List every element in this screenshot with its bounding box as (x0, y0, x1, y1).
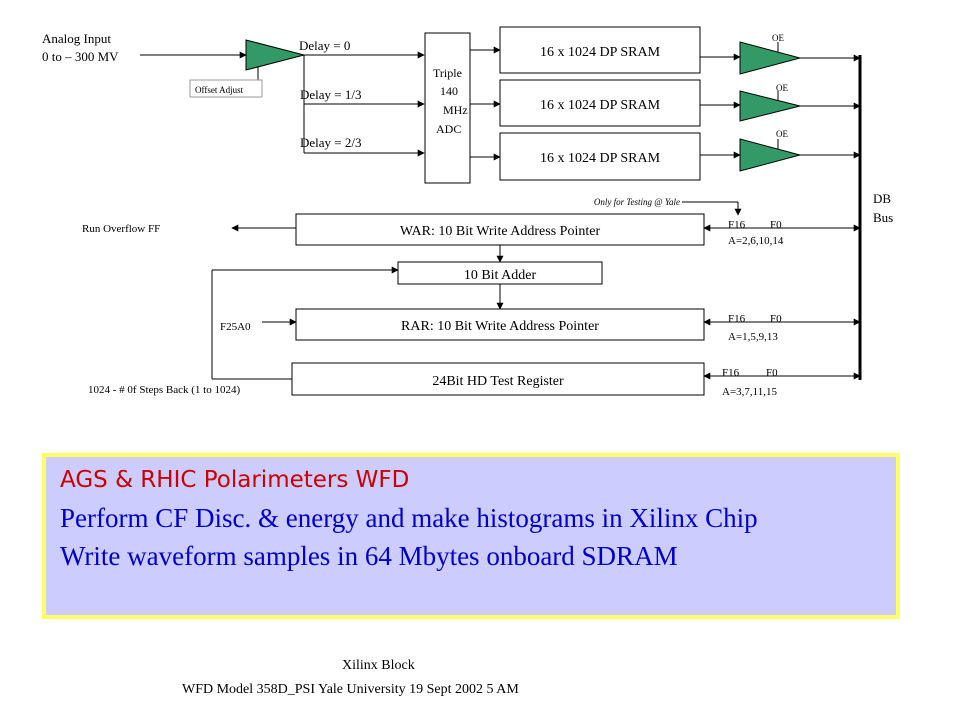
test-register-label: 24Bit HD Test Register (432, 374, 564, 389)
rar-f0: F0 (770, 313, 782, 325)
block-diagram: Analog Input 0 to – 300 MV Offset Adjust… (42, 26, 893, 398)
output-buffer-3 (739, 138, 802, 172)
footer-line-2: WFD Model 358D_PSI Yale University 19 Se… (182, 682, 519, 697)
delay0-label: Delay = 0 (299, 38, 350, 53)
rar-f16: F16 (728, 313, 746, 325)
oe-label-2: OE (776, 83, 788, 93)
output-buffer-2 (739, 90, 801, 122)
offset-adjust-label: Offset Adjust (195, 85, 244, 95)
oe-label-3: OE (776, 129, 788, 139)
delay2-label: Delay = 2/3 (300, 135, 361, 150)
analog-input-label: Analog Input (42, 31, 111, 46)
adc-label-1: Triple (433, 66, 462, 80)
summary-panel: AGS & RHIC Polarimeters WFD Perform CF D… (42, 453, 900, 619)
sram-box-2 (499, 79, 701, 127)
offset-adjust-box (189, 79, 263, 98)
run-overflow-label: Run Overflow FF (82, 223, 160, 235)
panel-line-2: Write waveform samples in 64 Mbytes onbo… (60, 541, 678, 571)
steps-back-label: 1024 - # 0f Steps Back (1 to 1024) (88, 384, 240, 396)
sram-box-1 (499, 26, 701, 74)
db-bus-label-2: Bus (873, 210, 893, 225)
delay1-label: Delay = 1/3 (300, 87, 361, 102)
panel-title: AGS & RHIC Polarimeters WFD (60, 467, 410, 493)
panel-line-1: Perform CF Disc. & energy and make histo… (60, 503, 758, 533)
war-f0: F0 (770, 219, 782, 231)
input-amplifier (245, 39, 306, 71)
oe-label-1: OE (772, 33, 784, 43)
f25a0-label: F25A0 (220, 321, 251, 333)
rar-label: RAR: 10 Bit Write Address Pointer (401, 319, 599, 334)
output-buffer-1 (739, 41, 802, 75)
war-f16: F16 (728, 219, 746, 231)
test-register-box (291, 362, 705, 396)
sram-label-1: 16 x 1024 DP SRAM (540, 45, 661, 60)
test-f0: F0 (766, 367, 778, 379)
war-label: WAR: 10 Bit Write Address Pointer (400, 224, 601, 239)
sram-label-3: 16 x 1024 DP SRAM (540, 151, 661, 166)
adder-label: 10 Bit Adder (464, 268, 537, 283)
sram-label-2: 16 x 1024 DP SRAM (540, 98, 661, 113)
test-f16: F16 (722, 367, 740, 379)
adc-label-2: 140 (440, 84, 458, 98)
testing-note: Only for Testing @ Yale (594, 197, 680, 207)
rar-a: A=1,5,9,13 (728, 331, 778, 343)
db-bus-label-1: DB (873, 191, 891, 206)
analog-range-label: 0 to – 300 MV (42, 49, 119, 64)
war-a: A=2,6,10,14 (728, 235, 784, 247)
adc-label-3: MHz (443, 103, 468, 117)
adc-box (424, 32, 471, 184)
adc-label-4: ADC (436, 122, 461, 136)
sram-box-3 (499, 132, 701, 181)
test-a: A=3,7,11,15 (722, 386, 777, 398)
footer-line-1: Xilinx Block (342, 658, 415, 673)
